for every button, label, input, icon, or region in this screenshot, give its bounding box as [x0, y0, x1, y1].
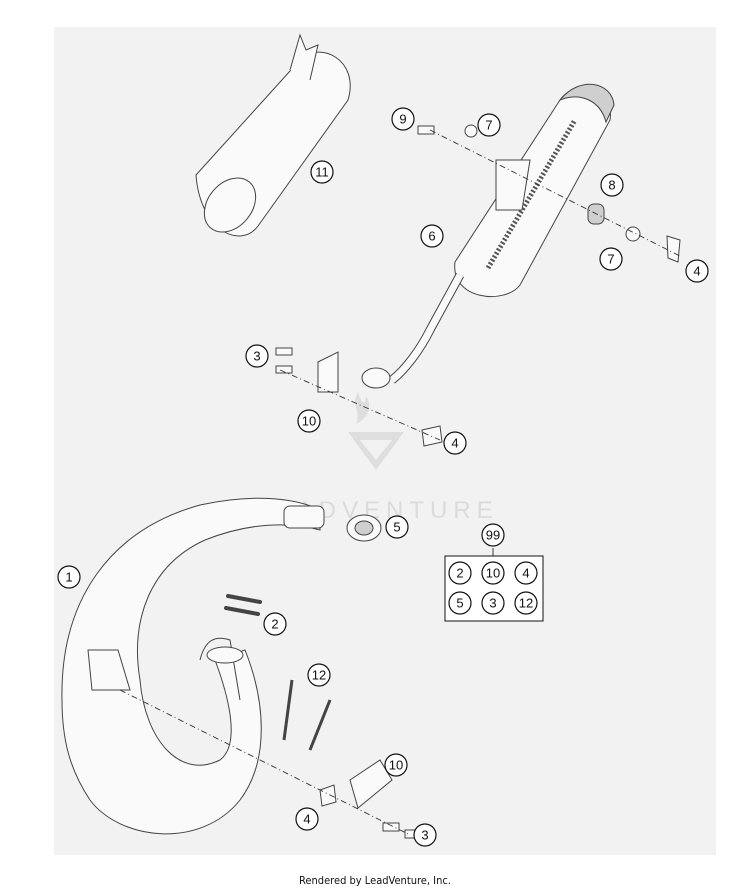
diagram-panel — [54, 27, 716, 855]
hardware — [224, 124, 681, 839]
svg-text:12: 12 — [312, 668, 326, 683]
callout-3[interactable]: 3 — [413, 823, 437, 847]
kit-cell-12[interactable]: 12 — [514, 591, 538, 615]
svg-text:12: 12 — [519, 596, 533, 611]
callouts: 11 9 7 8 6 7 4 3 10 4 5 1 2 12 10 4 3 — [57, 107, 709, 847]
svg-text:2: 2 — [271, 617, 278, 632]
bracket-10a — [317, 351, 339, 393]
kit-cell-3[interactable]: 3 — [481, 591, 505, 615]
callout-2[interactable]: 2 — [263, 612, 287, 636]
callout-5[interactable]: 5 — [385, 515, 409, 539]
watermark-flame-icon — [355, 392, 370, 424]
svg-text:3: 3 — [421, 828, 428, 843]
svg-text:5: 5 — [456, 596, 463, 611]
callout-10[interactable]: 10 — [297, 409, 321, 433]
svg-text:3: 3 — [253, 349, 260, 364]
svg-text:2: 2 — [456, 566, 463, 581]
kit-cell-5[interactable]: 5 — [448, 591, 472, 615]
callout-11[interactable]: 11 — [310, 160, 334, 184]
kit-cell-4[interactable]: 4 — [514, 561, 538, 585]
svg-text:4: 4 — [451, 436, 458, 451]
callout-7[interactable]: 7 — [599, 247, 623, 271]
callout-9[interactable]: 9 — [391, 107, 415, 131]
nut-4c — [319, 784, 337, 807]
part-1-exhaust-pipe — [61, 497, 325, 835]
bolt-3a-bottom — [275, 365, 293, 374]
watermark-logo-icon — [348, 432, 404, 470]
bolt-3b-bottom — [382, 822, 400, 832]
svg-text:99: 99 — [486, 528, 500, 543]
svg-text:7: 7 — [485, 118, 492, 133]
springs-12 — [282, 679, 332, 751]
nut-4a — [666, 235, 681, 263]
callout-4[interactable]: 4 — [685, 259, 709, 283]
svg-text:9: 9 — [399, 112, 406, 127]
o-rings-2 — [224, 594, 262, 616]
svg-text:8: 8 — [608, 178, 615, 193]
svg-text:10: 10 — [486, 566, 500, 581]
washer-7b — [625, 226, 641, 242]
washer-7a — [464, 124, 478, 138]
callout-6[interactable]: 6 — [420, 224, 444, 248]
callout-4[interactable]: 4 — [295, 807, 319, 831]
kit-header-callout[interactable]: 99 — [481, 523, 505, 547]
callout-1[interactable]: 1 — [57, 565, 81, 589]
callout-12[interactable]: 12 — [307, 663, 331, 687]
callout-7[interactable]: 7 — [477, 113, 501, 137]
svg-text:3: 3 — [489, 596, 496, 611]
bracket-10b — [349, 759, 393, 809]
footer-credit: Rendered by LeadVenture, Inc. — [299, 874, 451, 887]
svg-text:4: 4 — [522, 566, 529, 581]
assembly-lines — [119, 129, 681, 836]
bolt-9 — [417, 125, 435, 135]
svg-text:11: 11 — [315, 165, 329, 180]
nut-4b — [421, 425, 443, 447]
svg-text:10: 10 — [389, 758, 403, 773]
svg-text:1: 1 — [65, 570, 72, 585]
svg-text:7: 7 — [607, 252, 614, 267]
bolt-3a-top — [275, 347, 293, 356]
part-11-sleeve — [195, 33, 351, 237]
callout-8[interactable]: 8 — [600, 173, 624, 197]
part-6-silencer — [361, 83, 615, 389]
svg-text:4: 4 — [303, 812, 310, 827]
kit-cell-2[interactable]: 2 — [448, 561, 472, 585]
kit-cell-10[interactable]: 10 — [481, 561, 505, 585]
callout-10[interactable]: 10 — [384, 753, 408, 777]
svg-text:4: 4 — [693, 264, 700, 279]
callout-4[interactable]: 4 — [443, 431, 467, 455]
svg-text:6: 6 — [428, 229, 435, 244]
svg-text:10: 10 — [302, 414, 316, 429]
kit-99: 99 2 10 4 5 3 12 — [444, 523, 544, 622]
callout-3[interactable]: 3 — [245, 344, 269, 368]
svg-text:5: 5 — [393, 520, 400, 535]
